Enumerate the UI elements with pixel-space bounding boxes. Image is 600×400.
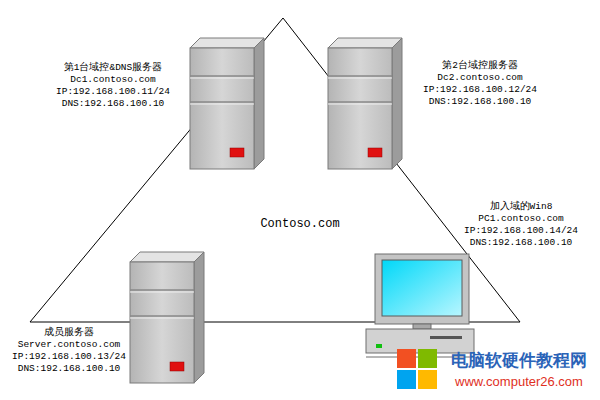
ip-address: IP:192.168.100.13/24 xyxy=(12,351,126,363)
pc-icon xyxy=(366,254,474,357)
domain-triangle xyxy=(30,18,520,322)
ip-address: IP:192.168.100.11/24 xyxy=(56,86,170,98)
ip-address: IP:192.168.100.12/24 xyxy=(423,84,537,96)
server-icon xyxy=(328,38,402,169)
host-name: Server.contoso.com xyxy=(18,339,121,351)
server-icon xyxy=(130,252,204,383)
device-role: 加入域的Win8 xyxy=(490,201,553,213)
watermark: 电脑软硬件教程网 xyxy=(451,350,587,370)
device-role: 第2台域控服务器 xyxy=(442,60,518,72)
dns-address: DNS:192.168.100.10 xyxy=(18,363,121,375)
host-name: PC1.contoso.com xyxy=(478,213,564,225)
device-role: 第1台域控&DNS服务器 xyxy=(64,62,163,74)
watermark-url: www.computer26.com xyxy=(455,374,583,389)
domain-name: Contoso.com xyxy=(260,217,339,231)
ip-address: IP:192.168.100.14/24 xyxy=(464,225,578,237)
dns-address: DNS:192.168.100.10 xyxy=(62,98,165,110)
device-role: 成员服务器 xyxy=(44,327,94,339)
windows-logo xyxy=(397,349,437,389)
dns-address: DNS:192.168.100.10 xyxy=(429,96,532,108)
server-icon xyxy=(190,38,264,169)
host-name: Dc2.contoso.com xyxy=(437,72,523,84)
host-name: Dc1.contoso.com xyxy=(70,74,156,86)
dns-address: DNS:192.168.100.10 xyxy=(470,237,573,249)
